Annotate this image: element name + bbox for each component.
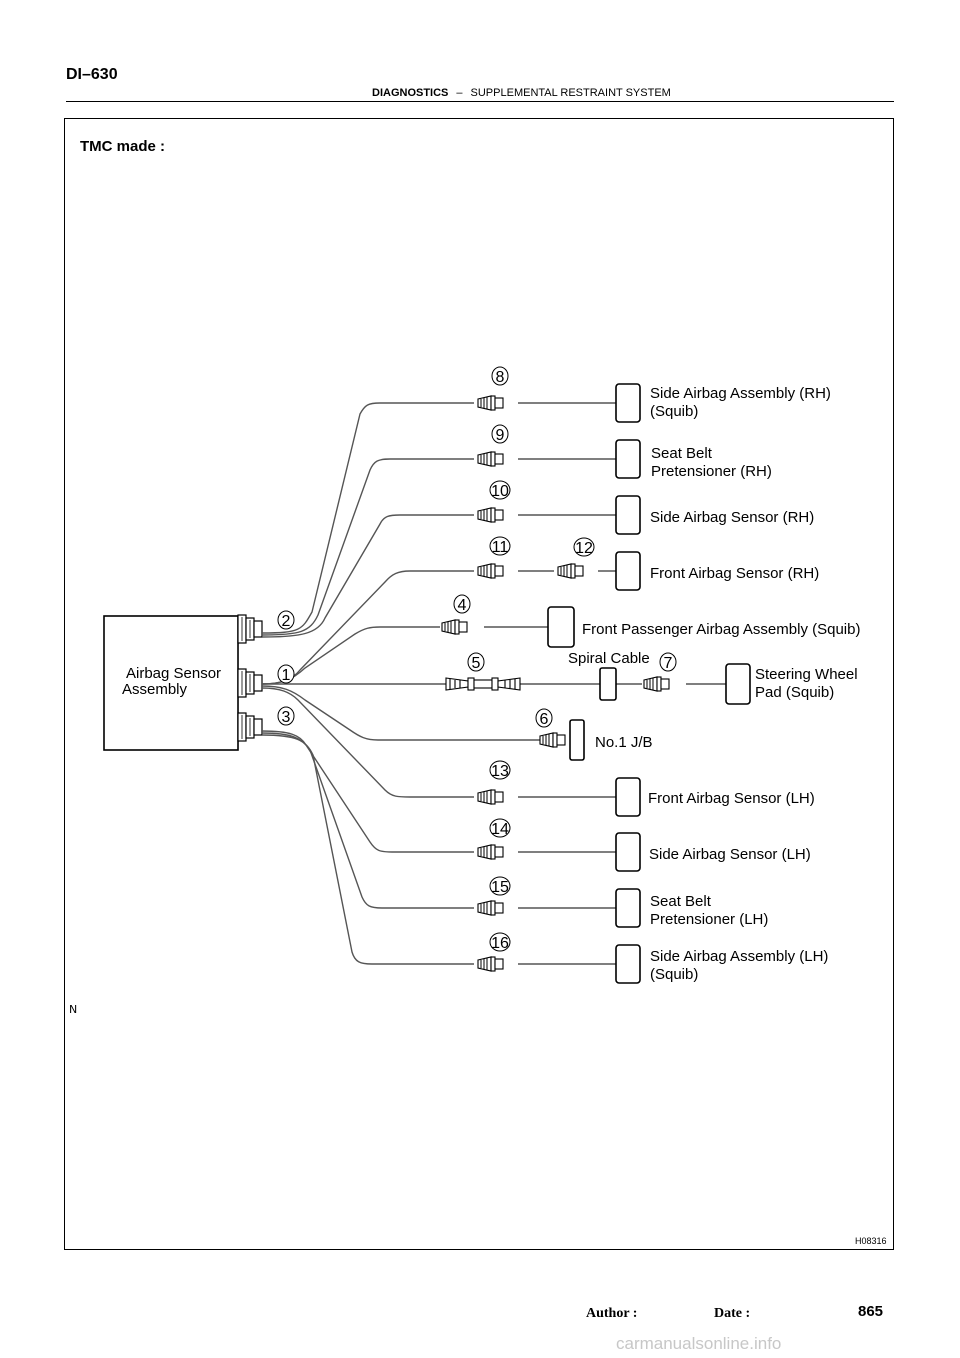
label-front-passenger: Front Passenger Airbag Assembly (Squib) (582, 621, 860, 638)
label-seat-belt-rh-1: Seat Belt (651, 445, 713, 462)
side-sensor-rh-box (615, 495, 641, 535)
figure-frame (64, 118, 894, 1250)
connector-5 (445, 677, 521, 691)
header-dash: – (456, 87, 463, 99)
label-seat-belt-lh-1: Seat Belt (650, 893, 712, 910)
label-front-sensor-rh: Front Airbag Sensor (RH) (650, 565, 819, 582)
corner-mark: N (69, 1003, 78, 1016)
num-4: 4 (458, 597, 467, 614)
section-title: DIAGNOSTICS (372, 87, 449, 99)
connector-11 (477, 563, 504, 579)
connector-14 (477, 844, 504, 860)
seat-belt-rh-box (615, 439, 641, 479)
connector-12 (557, 563, 584, 579)
figure-code: H08316 (855, 1236, 887, 1246)
page-code: DI–630 (66, 66, 118, 83)
label-side-airbag-rh-2: (Squib) (650, 403, 698, 420)
num-6: 6 (540, 711, 549, 728)
num-2: 2 (282, 613, 291, 630)
label-steering-2: Pad (Squib) (755, 684, 834, 701)
num-7: 7 (664, 655, 673, 672)
num-14: 14 (491, 821, 509, 838)
connector-10 (477, 507, 504, 523)
ecu-label-line1: Airbag Sensor (126, 665, 221, 682)
label-front-sensor-lh: Front Airbag Sensor (LH) (648, 790, 815, 807)
front-sensor-rh-box (615, 551, 641, 591)
num-9: 9 (496, 427, 505, 444)
date-label: Date : (714, 1306, 751, 1321)
num-15: 15 (491, 879, 509, 896)
label-jb: No.1 J/B (595, 734, 653, 751)
connector-15 (477, 900, 504, 916)
ecu-connector-1 (237, 668, 263, 698)
connector-13 (477, 789, 504, 805)
airbag-sensor-assembly-box (103, 615, 239, 751)
front-passenger-box (547, 606, 575, 648)
num-10: 10 (491, 483, 509, 500)
label-spiral-cable: Spiral Cable (568, 650, 650, 667)
side-sensor-lh-box (615, 832, 641, 872)
num-8: 8 (496, 369, 505, 386)
label-steering-1: Steering Wheel (755, 666, 858, 683)
seat-belt-lh-box (615, 888, 641, 928)
num-1: 1 (282, 667, 291, 684)
label-side-sensor-rh: Side Airbag Sensor (RH) (650, 509, 814, 526)
figure-title: TMC made : (80, 138, 166, 155)
label-seat-belt-lh-2: Pretensioner (LH) (650, 911, 768, 928)
wire-harness (261, 402, 726, 965)
num-16: 16 (491, 935, 509, 952)
connector-9 (477, 451, 504, 467)
num-5: 5 (472, 655, 481, 672)
num-11: 11 (492, 539, 509, 556)
connector-8 (477, 395, 504, 411)
label-side-airbag-lh-2: (Squib) (650, 966, 698, 983)
front-sensor-lh-box (615, 777, 641, 817)
num-3: 3 (282, 709, 291, 726)
connector-4 (441, 619, 468, 635)
label-side-airbag-rh-1: Side Airbag Assembly (RH) (650, 385, 831, 402)
ecu-connector-3 (237, 712, 263, 742)
header-rule (66, 101, 894, 102)
jb-box (569, 719, 585, 761)
num-12: 12 (575, 540, 593, 557)
watermark: carmanualsonline.info (616, 1334, 782, 1353)
label-seat-belt-rh-2: Pretensioner (RH) (651, 463, 772, 480)
page-number: 865 (858, 1303, 884, 1320)
subsection-title: SUPPLEMENTAL RESTRAINT SYSTEM (470, 87, 671, 99)
num-13: 13 (491, 763, 509, 780)
spiral-cable-box (599, 667, 617, 701)
section-header: DIAGNOSTICS–SUPPLEMENTAL RESTRAINT SYSTE… (372, 87, 671, 99)
side-airbag-rh-box (615, 383, 641, 423)
connector-6 (539, 732, 566, 748)
label-side-sensor-lh: Side Airbag Sensor (LH) (649, 846, 811, 863)
side-airbag-lh-box (615, 944, 641, 984)
connector-16 (477, 956, 504, 972)
steering-wheel-pad-box (725, 663, 751, 705)
author-label: Author : (586, 1306, 638, 1321)
ecu-label-line2: Assembly (122, 681, 188, 698)
ecu-connector-2 (237, 614, 263, 644)
label-side-airbag-lh-1: Side Airbag Assembly (LH) (650, 948, 828, 965)
connector-7 (643, 676, 670, 692)
